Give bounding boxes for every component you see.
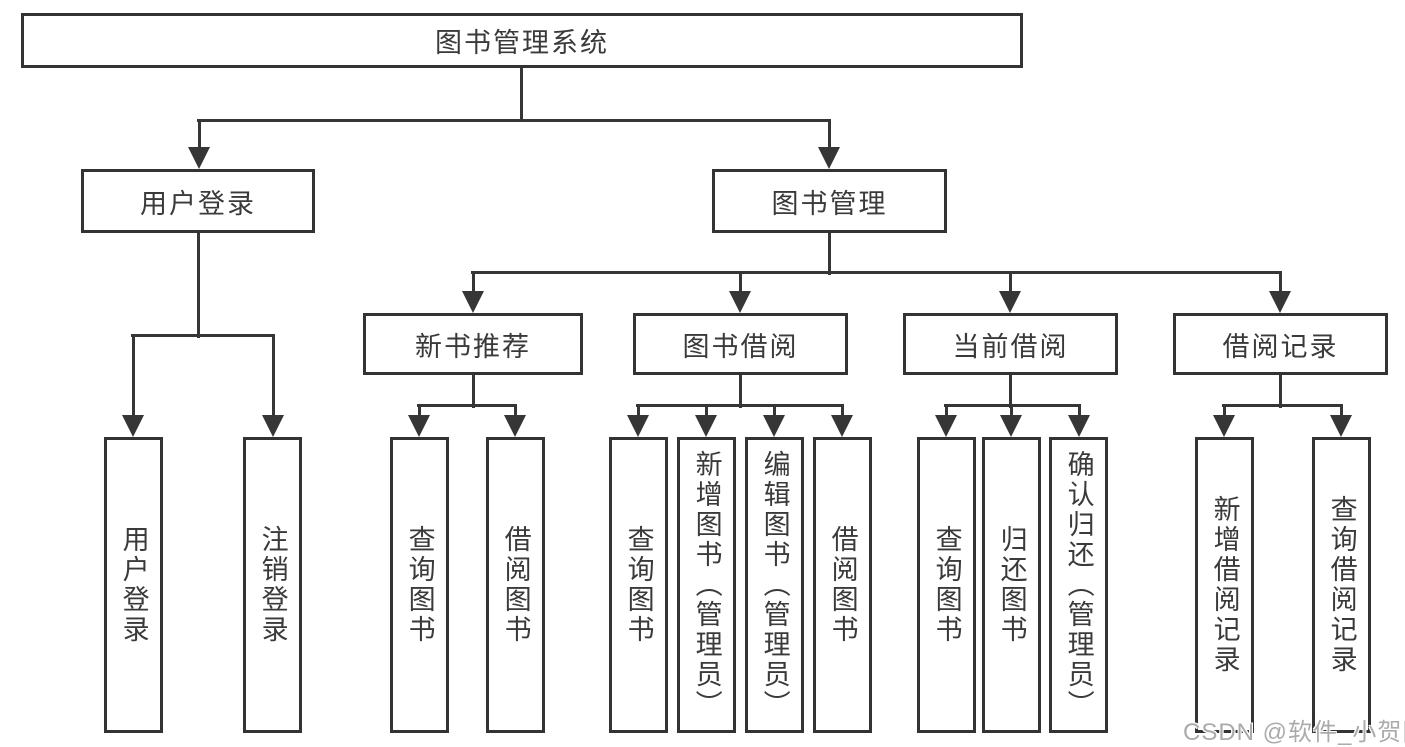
connector-line	[131, 333, 275, 337]
node-label: 查询图书	[931, 525, 962, 645]
connector-line	[513, 405, 517, 419]
arrowhead-icon	[1000, 415, 1022, 437]
node-label: 借阅图书	[827, 525, 858, 645]
arrowhead-icon	[1213, 415, 1235, 437]
node-library-system: 图书管理系统	[21, 13, 1023, 68]
connector-line	[519, 68, 523, 121]
connector-line	[944, 403, 1081, 407]
connector-line	[417, 405, 421, 419]
arrowhead-icon	[818, 147, 840, 169]
connector-line	[827, 120, 831, 151]
leaf-add-book-admin: 新增图书（管理员）	[677, 437, 736, 733]
node-label: 图书管理系统	[435, 28, 609, 58]
node-user-login: 用户登录	[81, 169, 315, 233]
leaf-query-books-current: 查询图书	[917, 437, 976, 733]
arrowhead-icon	[262, 415, 284, 437]
node-current-borrow: 当前借阅	[903, 313, 1118, 375]
connector-line	[471, 272, 475, 295]
connector-line	[1278, 375, 1282, 408]
arrowhead-icon	[763, 415, 785, 437]
arrowhead-icon	[1068, 415, 1090, 437]
node-label: 查询图书	[404, 525, 435, 645]
node-borrow-records: 借阅记录	[1173, 313, 1388, 375]
connector-line	[1278, 272, 1282, 295]
leaf-edit-book-admin: 编辑图书（管理员）	[745, 437, 804, 733]
connector-line	[840, 405, 844, 419]
node-label: 注销登录	[257, 525, 288, 645]
arrowhead-icon	[695, 415, 717, 437]
node-book-management: 图书管理	[712, 169, 947, 233]
arrowhead-icon	[999, 291, 1021, 313]
node-label: 用户登录	[118, 525, 149, 645]
arrowhead-icon	[188, 147, 210, 169]
connector-line	[417, 403, 517, 407]
node-label: 图书借阅	[682, 331, 799, 362]
node-book-borrow: 图书借阅	[633, 313, 848, 375]
arrowhead-icon	[1330, 415, 1352, 437]
connector-line	[944, 405, 948, 419]
node-label: 查询图书	[623, 525, 654, 645]
arrowhead-icon	[729, 291, 751, 313]
leaf-return-books: 归还图书	[982, 437, 1041, 733]
leaf-query-books-borrow: 查询图书	[609, 437, 668, 733]
connector-line	[1008, 272, 1012, 295]
node-label: 归还图书	[996, 525, 1027, 645]
connector-line	[1339, 405, 1343, 419]
arrowhead-icon	[627, 415, 649, 437]
connector-line	[197, 120, 201, 151]
leaf-add-borrow-record: 新增借阅记录	[1195, 437, 1254, 733]
connector-line	[738, 272, 742, 295]
node-label: 确认归还（管理员）	[1063, 450, 1094, 720]
leaf-confirm-return-admin: 确认归还（管理员）	[1049, 437, 1108, 733]
node-new-book-recommend: 新书推荐	[363, 313, 583, 375]
leaf-borrow-books: 借阅图书	[813, 437, 872, 733]
leaf-query-borrow-record: 查询借阅记录	[1312, 437, 1371, 733]
connector-line	[1222, 405, 1226, 419]
leaf-borrow-books-recommend: 借阅图书	[486, 437, 545, 733]
leaf-query-books-recommend: 查询图书	[390, 437, 449, 733]
node-label: 新增图书（管理员）	[691, 450, 722, 720]
connector-line	[271, 335, 275, 419]
connector-line	[827, 233, 831, 275]
node-label: 查询借阅记录	[1326, 495, 1357, 675]
arrowhead-icon	[122, 415, 144, 437]
node-label: 编辑图书（管理员）	[759, 450, 790, 720]
leaf-logout: 注销登录	[243, 437, 302, 733]
connector-line	[636, 403, 844, 407]
node-label: 借阅记录	[1222, 331, 1339, 362]
node-label: 用户登录	[140, 188, 256, 219]
connector-line	[1077, 405, 1081, 419]
connector-line	[196, 233, 200, 338]
leaf-user-login: 用户登录	[104, 437, 163, 733]
connector-line	[471, 270, 1282, 274]
connector-line	[197, 118, 831, 122]
arrowhead-icon	[408, 415, 430, 437]
connector-line	[738, 375, 742, 408]
node-label: 新增借阅记录	[1209, 495, 1240, 675]
watermark: CSDN @软件_小贺同学	[1183, 719, 1405, 746]
connector-line	[1222, 403, 1343, 407]
arrowhead-icon	[1269, 291, 1291, 313]
connector-line	[636, 405, 640, 419]
connector-line	[1009, 405, 1013, 419]
arrowhead-icon	[462, 291, 484, 313]
node-label: 借阅图书	[500, 525, 531, 645]
arrowhead-icon	[935, 415, 957, 437]
arrowhead-icon	[831, 415, 853, 437]
arrowhead-icon	[504, 415, 526, 437]
node-label: 新书推荐	[415, 331, 531, 362]
connector-line	[131, 335, 135, 419]
connector-line	[471, 375, 475, 408]
connector-line	[772, 405, 776, 419]
node-label: 图书管理	[771, 188, 888, 219]
node-label: 当前借阅	[952, 331, 1069, 362]
connector-line	[704, 405, 708, 419]
connector-line	[1008, 375, 1012, 408]
